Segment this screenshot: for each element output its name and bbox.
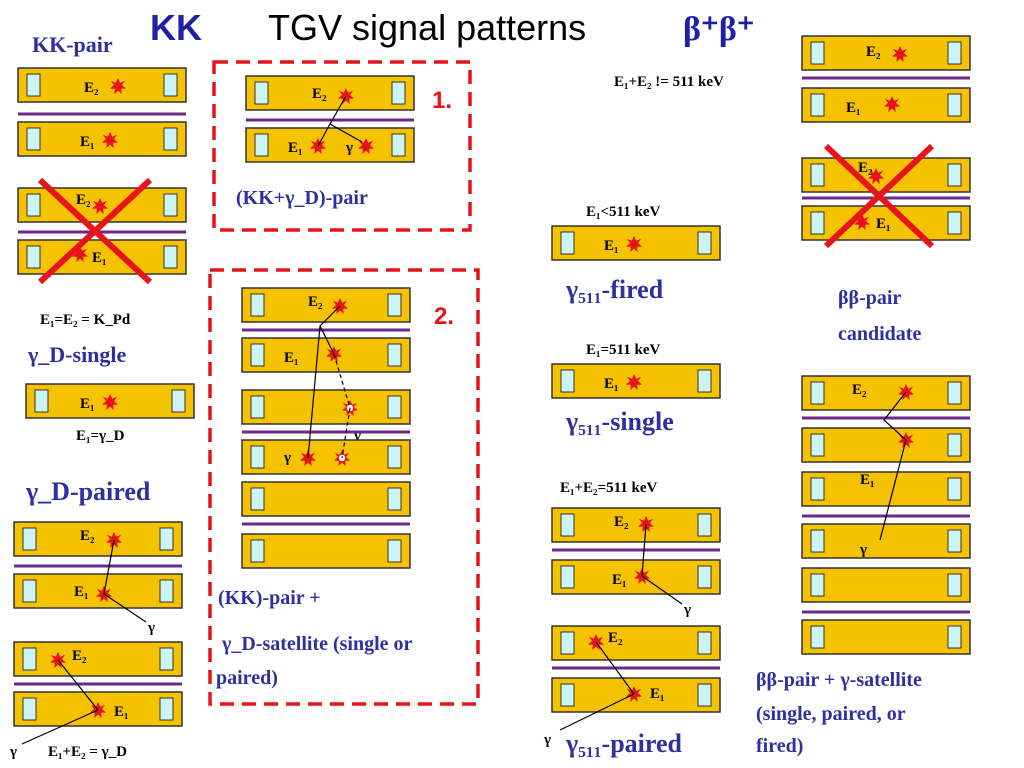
label-e1: E₁ <box>288 140 303 156</box>
box2-detector-6 <box>241 533 411 569</box>
label-e2: E₂ <box>80 528 95 544</box>
box2-number: 2. <box>434 303 454 330</box>
g511-paired-detector-3 <box>551 625 721 661</box>
label-e1: E₁ <box>284 350 299 366</box>
label-gamma: γ <box>683 602 691 618</box>
box2-detector-4 <box>241 439 411 475</box>
title-beta-plus: β⁺β⁺ <box>683 11 755 48</box>
label-e1: E₁ <box>860 472 875 488</box>
label-e1: E₁ <box>876 216 891 232</box>
label-bb-sat-2: (single, paired, or <box>756 703 906 725</box>
label-gamma: γ <box>543 732 551 748</box>
label-lt-511: E₁<511 keV <box>586 204 660 220</box>
box2-caption-2: γ_D-satellite (single or <box>221 633 413 655</box>
cross-icon <box>823 143 935 249</box>
kk-pair-detector-bottom <box>17 121 187 157</box>
label-gamma: γ <box>283 450 291 466</box>
label-gamma-d-single: γ_D-single <box>27 342 127 367</box>
label-e1: E₁ <box>92 250 107 266</box>
box2-detector-3 <box>241 389 411 425</box>
box2-detector-1 <box>241 287 411 323</box>
label-e2: E₂ <box>308 294 323 310</box>
label-e2: E₂ <box>608 630 623 646</box>
bb-sat-detector-1 <box>801 375 971 411</box>
label-e2: E₂ <box>858 160 873 176</box>
label-eq-kpd: E₁=E₂ = K_Pd <box>40 312 131 328</box>
label-bb-sat-1: ββ-pair + γ-satellite <box>756 669 922 691</box>
label-gamma: γ <box>147 620 155 636</box>
label-e2: E₂ <box>866 44 881 60</box>
label-e2: E₂ <box>852 382 867 398</box>
label-gamma: γ <box>353 428 361 444</box>
bb-sat-detector-6 <box>801 619 971 655</box>
bb-sat-detector-3 <box>801 471 971 507</box>
gd-paired-detector-1 <box>13 521 183 557</box>
gd-paired-detector-2 <box>13 573 183 609</box>
gd-paired-detector-3 <box>13 641 183 677</box>
label-e1: E₁ <box>80 134 95 150</box>
label-g511-single: γ₅₁₁-single <box>565 407 674 436</box>
label-eq-511: E₁=511 keV <box>586 342 660 358</box>
label-e2: E₂ <box>76 192 91 208</box>
dashed-box-1 <box>212 60 472 232</box>
box2-caption-1: (KK)-pair + <box>218 587 321 609</box>
label-gamma: γ <box>9 744 17 760</box>
label-e1: E₁ <box>650 686 665 702</box>
dashed-box-2 <box>208 268 480 706</box>
label-e2: E₂ <box>312 86 327 102</box>
bb-detector-1 <box>801 35 971 71</box>
label-e1: E₁ <box>80 396 95 412</box>
box1-detector-top <box>245 75 415 111</box>
box2-detector-5 <box>241 481 411 517</box>
label-e1: E₁ <box>604 238 619 254</box>
cross-icon <box>37 177 153 285</box>
label-bb-candidate-1: ββ-pair <box>838 287 901 309</box>
g511-paired-detector-1 <box>551 507 721 543</box>
label-e1: E₁ <box>114 704 129 720</box>
label-e1: E₁ <box>74 584 89 600</box>
bb-sat-detector-5 <box>801 567 971 603</box>
box1-detector-bottom <box>245 127 415 163</box>
box2-caption-3: paired) <box>216 667 278 689</box>
box2-detector-2 <box>241 337 411 373</box>
label-e2: E₂ <box>72 648 87 664</box>
kk-pair-detector-top <box>17 67 187 103</box>
label-e1: E₁ <box>612 572 627 588</box>
label-e1: E₁ <box>846 100 861 116</box>
label-sum-ne-511: E₁+E₂ != 511 keV <box>614 74 724 90</box>
bb-sat-detector-4 <box>801 523 971 559</box>
box1-caption: (KK+γ_D)-pair <box>236 187 368 209</box>
label-e2: E₂ <box>614 514 629 530</box>
title-main: TGV signal patterns <box>268 7 586 48</box>
label-g511-paired: γ₅₁₁-paired <box>565 729 682 758</box>
label-bb-candidate-2: candidate <box>838 323 921 345</box>
title-kk: KK <box>150 7 202 48</box>
label-bb-sat-3: fired) <box>756 735 803 757</box>
label-e1: E₁ <box>604 376 619 392</box>
label-g511-fired: γ₅₁₁-fired <box>565 275 664 304</box>
label-sum-eq-gd: E₁+E₂ = γ_D <box>48 744 127 760</box>
box1-number: 1. <box>432 87 452 114</box>
label-e2: E₂ <box>84 80 99 96</box>
label-e1-eq-gd: E₁=γ_D <box>76 428 125 444</box>
label-gamma: γ <box>345 140 353 156</box>
label-gamma: γ <box>859 542 867 558</box>
label-gamma-d-paired: γ_D-paired <box>25 477 151 506</box>
label-kk-pair: KK-pair <box>32 32 113 57</box>
label-sum-eq-511: E₁+E₂=511 keV <box>560 480 658 496</box>
bb-sat-detector-2 <box>801 427 971 463</box>
